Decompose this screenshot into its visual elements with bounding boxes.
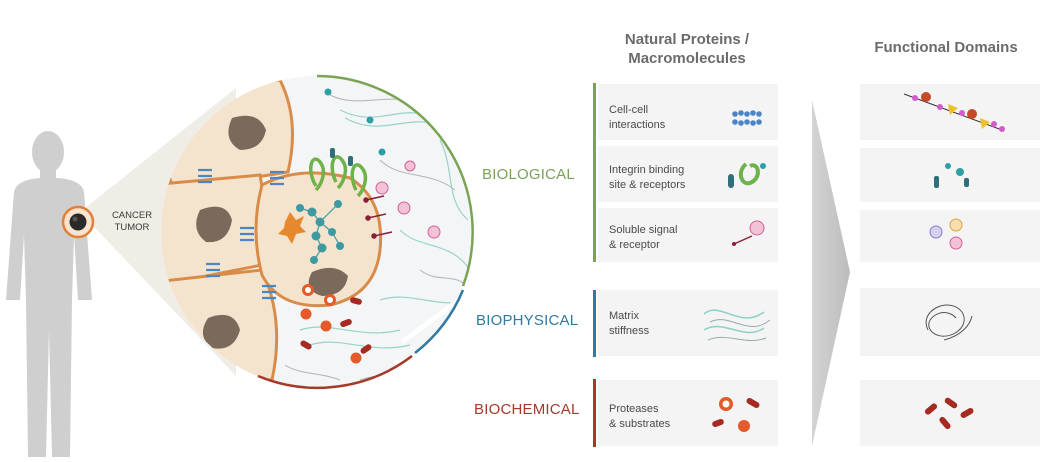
card-backgrounds (598, 84, 778, 446)
functional-bg-4 (860, 288, 1040, 356)
substrate-domain-icon (924, 397, 974, 430)
central-cell (254, 171, 383, 308)
card-bg-protease (598, 380, 778, 446)
card-bg-matrix (598, 290, 778, 356)
protease-icon (712, 397, 760, 432)
biochemical-label: BIOCHEMICAL (474, 401, 580, 418)
card-soluble-line2: & receptor (609, 239, 660, 251)
natural-header-line1: Natural Proteins / (624, 31, 750, 48)
biological-arc (316, 74, 474, 287)
card-protease-line1: Proteases (609, 403, 659, 415)
biophysical-label: BIOPHYSICAL (476, 312, 579, 329)
card-bg-integrin (598, 146, 778, 202)
card-protease-line2: & substrates (609, 418, 671, 430)
card-soluble: Soluble signal & receptor (609, 223, 678, 253)
card-soluble-line1: Soluble signal (609, 224, 678, 236)
card-integrin: Integrin binding site & receptors (609, 163, 685, 193)
card-bg-soluble (598, 208, 778, 262)
tumor-label-line1: CANCER (111, 210, 153, 221)
cadherin-chain-icon (732, 110, 762, 126)
peptide-chain-icon (903, 92, 1005, 132)
biochemical-arc (257, 355, 413, 390)
tumor-marker (61, 205, 95, 239)
coil-domain-icon (925, 304, 973, 341)
card-protease: Proteases & substrates (609, 402, 670, 432)
functional-bg-2 (860, 148, 1040, 202)
biophysical-arc (414, 289, 465, 354)
functional-domains-header: Functional Domains (874, 39, 1018, 56)
biophysical-bar (593, 290, 596, 357)
natural-header-line2: Macromolecules (628, 50, 746, 67)
card-cell-cell-line2: interactions (609, 119, 666, 131)
card-matrix-line2: stiffness (609, 325, 650, 337)
functional-backgrounds (860, 84, 1040, 446)
human-silhouette (6, 131, 92, 457)
biochemical-bar (593, 379, 596, 447)
integrin-icon (728, 162, 766, 188)
tumor-label: CANCER TUMOR (110, 210, 154, 234)
functional-bg-5 (860, 380, 1040, 446)
tumor-label-line2: TUMOR (114, 222, 150, 233)
card-matrix-line1: Matrix (609, 310, 639, 322)
card-cell-cell: Cell-cell interactions (609, 103, 665, 133)
biological-label: BIOLOGICAL (482, 166, 575, 183)
card-integrin-line2: site & receptors (609, 179, 686, 191)
card-integrin-line1: Integrin binding (609, 164, 685, 176)
card-cell-cell-line1: Cell-cell (609, 104, 649, 116)
natural-proteins-header: Natural Proteins / Macromolecules (596, 30, 778, 68)
card-matrix: Matrix stiffness (609, 309, 649, 339)
signal-domain-icon (929, 218, 963, 250)
soluble-signal-icon (732, 220, 765, 246)
fiber-icon (703, 309, 771, 342)
big-arrow (812, 100, 850, 446)
binding-peptide-icon (934, 163, 969, 188)
functional-bg-3 (860, 210, 1040, 262)
biological-bar (593, 83, 596, 262)
